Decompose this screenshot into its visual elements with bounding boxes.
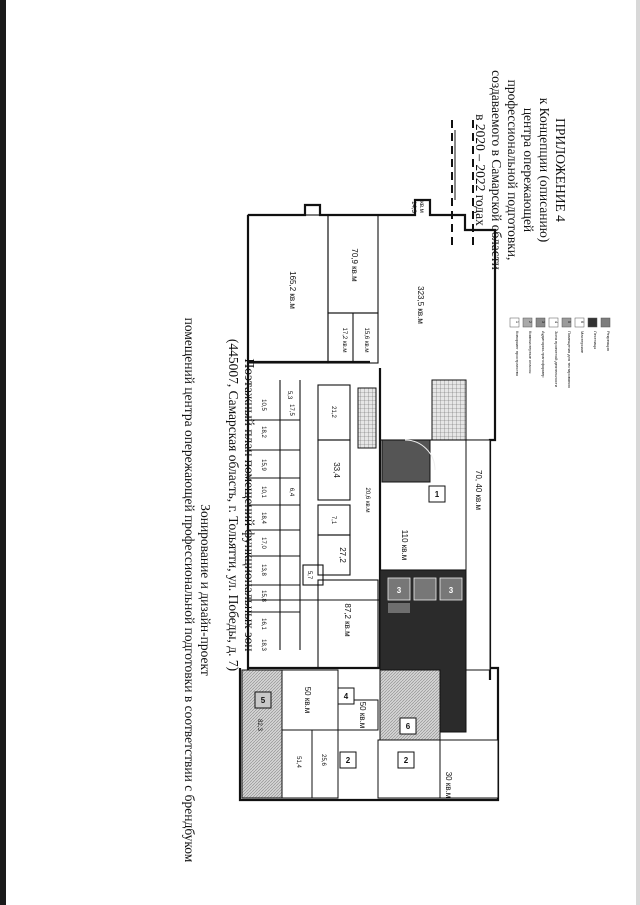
legend-label-5: Помещения для тестирования	[567, 331, 572, 388]
room-172: 17,2 кв.м	[341, 328, 347, 353]
room-334: 33,4	[332, 462, 341, 478]
zone-2a: 2	[346, 756, 351, 765]
room-256: 25,6	[320, 754, 326, 766]
legend-number-1: 1	[515, 321, 520, 324]
room-212: 21,2	[330, 406, 336, 418]
zone-3a: 3	[397, 586, 402, 595]
legend-label-2: Компьютерные классы	[528, 331, 533, 373]
bottom-zones	[241, 669, 499, 799]
room-3235: 323,5 кв.м	[416, 286, 425, 324]
scan-left-edge	[0, 0, 6, 905]
room-184: 18,4	[260, 512, 266, 524]
room-30: 30 кв.м	[444, 772, 453, 799]
legend-label-7: Лестницы	[593, 331, 598, 349]
room-165: 165,2 кв.м	[288, 271, 297, 309]
zone-5: 5	[261, 696, 266, 705]
room-110: 110 кв.м	[400, 530, 409, 560]
room-57: 5,7	[306, 571, 312, 580]
legend-number-5: 5	[567, 321, 572, 324]
room-53: 5,3	[286, 391, 292, 400]
room-labels: 165,2 кв.м 70,9 кв.м 323,5 кв.м 14,3 кв.…	[256, 201, 483, 798]
room-64: 6,4	[288, 488, 294, 497]
legend-swatch-6	[574, 317, 585, 328]
room-138: 13,8	[260, 564, 266, 576]
office-rows	[248, 380, 380, 669]
zone-1: 1	[435, 490, 440, 499]
legend-swatch-4	[548, 317, 559, 328]
legend-number-2: 2	[528, 321, 533, 324]
legend-swatch-7	[587, 317, 598, 328]
room-7040: 70, 40 кв.м	[474, 470, 483, 510]
room-159: 15,9	[260, 459, 266, 471]
zone-3b: 3	[449, 586, 454, 595]
top-rooms	[247, 214, 467, 449]
legend-label-1: Коворкинг пространство	[515, 331, 520, 377]
room-105: 10,5	[260, 399, 266, 411]
room-71: 7,1	[330, 516, 336, 525]
legend-number-4: 4	[554, 321, 559, 324]
legend-label-8: Рекреация	[606, 331, 611, 351]
legend-swatch-5	[561, 317, 572, 328]
zone-markers: 1 2 2 3 3 5 4 6	[254, 485, 454, 769]
legend-label-3: Аудитории-трансформер	[541, 331, 546, 378]
room-50a: 50 кв.м	[303, 687, 312, 714]
room-272: 27,2	[338, 547, 347, 563]
scan-right-edge	[636, 0, 640, 905]
room-156: 15,6 кв.м	[363, 328, 369, 353]
legend-label-4: Зона проектной деятельности	[554, 331, 559, 387]
room-170: 17,0	[260, 537, 266, 549]
room-50b: 50 кв.м	[358, 702, 367, 729]
legend-swatch-2	[522, 317, 533, 328]
legend-number-6: 6	[580, 321, 585, 324]
legend-number-3: 3	[541, 321, 546, 324]
room-143-unit: кв.м	[418, 201, 424, 213]
zone-4: 4	[344, 692, 349, 701]
room-183: 18,3	[260, 639, 266, 651]
room-161: 16,1	[260, 618, 266, 630]
room-158: 15,8	[260, 590, 266, 602]
legend-swatch-3	[535, 317, 546, 328]
room-206: 20,6 кв.м	[364, 488, 370, 513]
legend-label-6: Мастерские	[580, 331, 585, 354]
dashed-axis-lines	[451, 120, 474, 245]
room-101: 10,1	[260, 486, 266, 498]
zone-2b: 2	[404, 756, 409, 765]
room-709: 70,9 кв.м	[350, 248, 359, 281]
room-143: 14,3	[410, 201, 416, 213]
room-872: 87,2 кв.м	[343, 603, 352, 636]
legend-swatch-1	[509, 317, 520, 328]
room-832: 82,3	[256, 719, 262, 731]
zone-6: 6	[406, 722, 411, 731]
room-182: 18,2	[260, 426, 266, 438]
legend-swatch-8	[600, 317, 611, 328]
room-514: 51,4	[295, 756, 301, 768]
room-175: 17,5	[288, 404, 294, 416]
